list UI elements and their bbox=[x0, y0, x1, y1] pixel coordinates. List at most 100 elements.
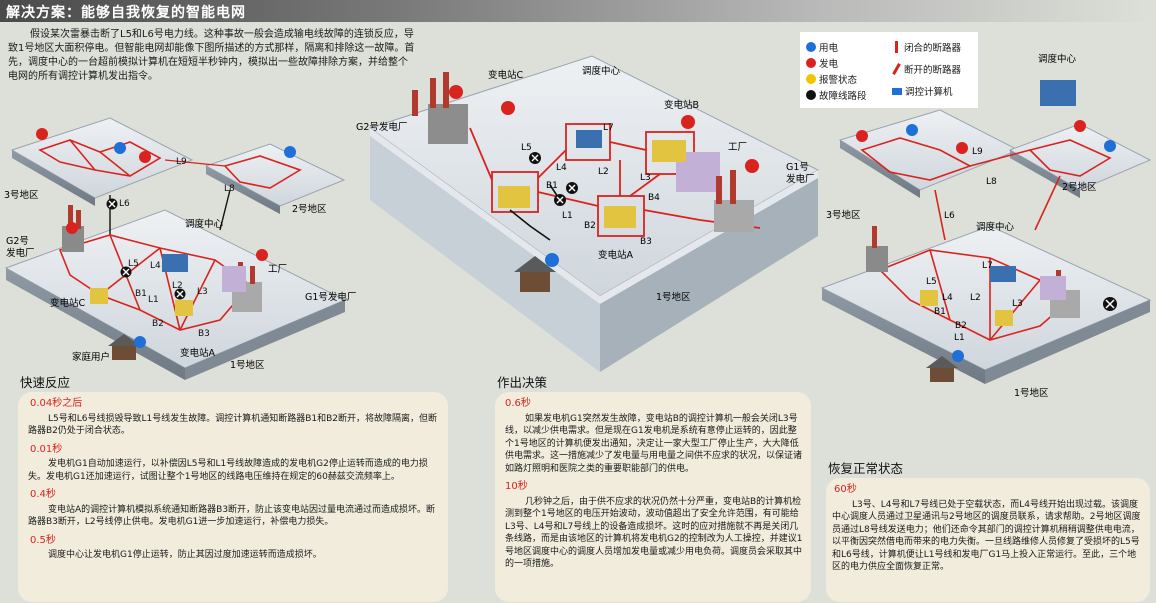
mid-breaker-label: B1 bbox=[546, 181, 558, 191]
step-time: 0.4秒 bbox=[30, 489, 56, 500]
mid-g2-label: G2号发电厂 bbox=[356, 121, 407, 133]
right-dispatch-top-label: 调度中心 bbox=[1038, 53, 1077, 65]
left-subC-label: 变电站C bbox=[50, 297, 86, 309]
left-line-label: L6 bbox=[119, 199, 130, 209]
left-breaker-label: B1 bbox=[135, 289, 147, 299]
alarm-icon bbox=[806, 74, 816, 84]
legend-label: 调控计算机 bbox=[905, 87, 953, 98]
step: 0.4秒 变电站A的调控计算机模拟系统通知断路器B3断开，防止该变电站因过量电流… bbox=[18, 489, 448, 529]
right-line-label: L5 bbox=[926, 277, 937, 287]
right-line-label: L3 bbox=[1012, 299, 1023, 309]
left-region1-label: 1号地区 bbox=[230, 359, 265, 371]
legend-item: 发电 bbox=[806, 56, 838, 70]
left-g1-label: G1号发电厂 bbox=[305, 291, 356, 303]
open-breaker-icon bbox=[892, 63, 901, 75]
mid-breaker-label: B2 bbox=[584, 221, 596, 231]
mid-g1-label: G1号 bbox=[786, 162, 809, 173]
left-breaker-label: B2 bbox=[152, 319, 164, 329]
left-line-label: L1 bbox=[148, 295, 159, 305]
left-line-label: L9 bbox=[176, 157, 187, 167]
legend-label: 断开的断路器 bbox=[904, 65, 962, 76]
legend-label: 发电 bbox=[819, 59, 839, 70]
mid-breaker-label: B3 bbox=[640, 237, 652, 247]
power-gen-icon bbox=[806, 58, 816, 68]
decide-panel: 0.6秒 如果发电机G1突然发生故障，变电站B的调控计算机一般会关闭L3号线，以… bbox=[495, 392, 811, 602]
mid-line-label: L3 bbox=[640, 173, 651, 183]
mid-subB-label: 变电站B bbox=[664, 99, 699, 111]
left-region2-label: 2号地区 bbox=[292, 203, 327, 215]
mid-line-label: L4 bbox=[556, 163, 567, 173]
right-diagram: 调度中心 3号地区 2号地区 1号地区 调度中心 L9 L8 L6 L5 L4 … bbox=[820, 53, 1152, 399]
step-time: 0.04秒之后 bbox=[30, 398, 83, 409]
step: 0.01秒 发电机G1自动加速运行，以补偿因L5号和L1号线故障造成的发电机G2… bbox=[18, 444, 448, 484]
mid-subA-label: 变电站A bbox=[598, 249, 634, 261]
legend-label: 故障线路段 bbox=[819, 91, 867, 102]
restore-panel: 60秒 L3号、L4号和L7号线已处于空载状态，而L4号线开始出现过载。该调度中… bbox=[826, 478, 1150, 602]
mid-breaker-label: B4 bbox=[648, 193, 660, 203]
step: 10秒 几秒钟之后，由于供不应求的状况仍然十分严重，变电站B的计算机检测到整个1… bbox=[495, 481, 811, 571]
right-dispatch-label: 调度中心 bbox=[976, 221, 1015, 233]
right-breaker-label: B2 bbox=[955, 321, 967, 331]
mid-factory-label: 工厂 bbox=[728, 142, 747, 153]
step-text: L3号、L4号和L7号线已处于空载状态，而L4号线开始出现过载。该调度中心调度人… bbox=[832, 499, 1141, 573]
mid-line-label: L5 bbox=[521, 143, 532, 153]
left-g2-label-2: 发电厂 bbox=[6, 247, 35, 259]
right-line-label: L9 bbox=[972, 147, 983, 157]
mid-dispatch-label: 调度中心 bbox=[582, 65, 621, 77]
legend-label: 用电 bbox=[819, 43, 839, 54]
left-diagram: 3号地区 2号地区 1号地区 G2号 发电厂 G1号发电厂 调度中心 工厂 变电… bbox=[4, 117, 356, 380]
step-text: 几秒钟之后，由于供不应求的状况仍然十分严重，变电站B的计算机检测到整个1号地区的… bbox=[505, 496, 803, 570]
left-line-label: L4 bbox=[150, 261, 161, 271]
page-title: 解决方案：能够自我恢复的智能电网 bbox=[6, 5, 246, 21]
right-line-label: L4 bbox=[942, 293, 953, 303]
left-region3-label: 3号地区 bbox=[4, 189, 39, 201]
legend-item: 断开的断路器 bbox=[892, 62, 961, 76]
step-text: 调度中心让发电机G1停止运转，防止其因过度加速运转而造成损坏。 bbox=[48, 550, 322, 560]
step-text: L5号和L6号线损毁导致L1号线发生故障。调控计算机通知断路器B1和B2断开，将… bbox=[28, 413, 438, 437]
step: 0.5秒 调度中心让发电机G1停止运转，防止其因过度加速运转而造成损坏。 bbox=[18, 535, 448, 562]
legend-label: 闭合的断路器 bbox=[904, 43, 962, 54]
left-dispatch-label: 调度中心 bbox=[185, 218, 224, 230]
right-line-label: L6 bbox=[944, 211, 955, 221]
step: 0.04秒之后 L5号和L6号线损毁导致L1号线发生故障。调控计算机通知断路器B… bbox=[18, 398, 448, 438]
power-use-icon bbox=[806, 42, 816, 52]
quick-response-panel: 0.04秒之后 L5号和L6号线损毁导致L1号线发生故障。调控计算机通知断路器B… bbox=[18, 392, 448, 602]
right-line-label: L2 bbox=[970, 293, 981, 303]
left-line-label: L2 bbox=[172, 281, 183, 291]
mid-g1-label-2: 发电厂 bbox=[786, 173, 815, 185]
step-time: 0.5秒 bbox=[30, 534, 56, 546]
left-factory-label: 工厂 bbox=[268, 264, 287, 275]
step-text: 如果发电机G1突然发生故障，变电站B的调控计算机一般会关闭L3号线，以减少供电需… bbox=[505, 413, 803, 474]
mid-line-label: L2 bbox=[598, 167, 609, 177]
right-region2-label: 2号地区 bbox=[1062, 181, 1097, 193]
step-time: 10秒 bbox=[505, 481, 528, 492]
control-computer-icon bbox=[892, 87, 902, 95]
legend-item: 故障线路段 bbox=[806, 88, 867, 102]
right-line-label: L7 bbox=[982, 261, 993, 271]
left-line-label: L5 bbox=[128, 259, 139, 269]
mid-line-label: L7 bbox=[603, 123, 614, 133]
left-line-label: L3 bbox=[197, 287, 208, 297]
quick-response-title: 快速反应 bbox=[20, 375, 71, 390]
legend-item: 用电 bbox=[806, 40, 838, 54]
mid-line-label: L1 bbox=[562, 211, 573, 221]
right-breaker-label: B1 bbox=[934, 307, 946, 317]
closed-breaker-icon bbox=[895, 41, 898, 53]
right-region1-label: 1号地区 bbox=[1014, 387, 1049, 399]
legend-label: 报警状态 bbox=[819, 75, 858, 86]
right-region3-label: 3号地区 bbox=[826, 209, 861, 221]
right-line-label: L8 bbox=[986, 177, 997, 187]
step: 60秒 L3号、L4号和L7号线已处于空载状态，而L4号线开始出现过载。该调度中… bbox=[826, 484, 1150, 574]
decide-title: 作出决策 bbox=[497, 375, 548, 390]
left-subA-label: 变电站A bbox=[180, 347, 216, 359]
step-time: 0.6秒 bbox=[505, 398, 531, 409]
legend-item: 报警状态 bbox=[806, 72, 857, 86]
fault-icon bbox=[806, 90, 816, 100]
restore-title: 恢复正常状态 bbox=[828, 461, 904, 476]
step: 0.6秒 如果发电机G1突然发生故障，变电站B的调控计算机一般会关闭L3号线，以… bbox=[495, 398, 811, 475]
legend: 用电 发电 报警状态 故障线路段 闭合的断路器 断开的断路器 调控计算机 bbox=[800, 32, 978, 108]
step-time: 0.01秒 bbox=[30, 443, 63, 455]
step-text: 变电站A的调控计算机模拟系统通知断路器B3断开，防止该变电站因过量电流通过而造成… bbox=[28, 504, 436, 528]
left-breaker-label: B3 bbox=[198, 329, 210, 339]
